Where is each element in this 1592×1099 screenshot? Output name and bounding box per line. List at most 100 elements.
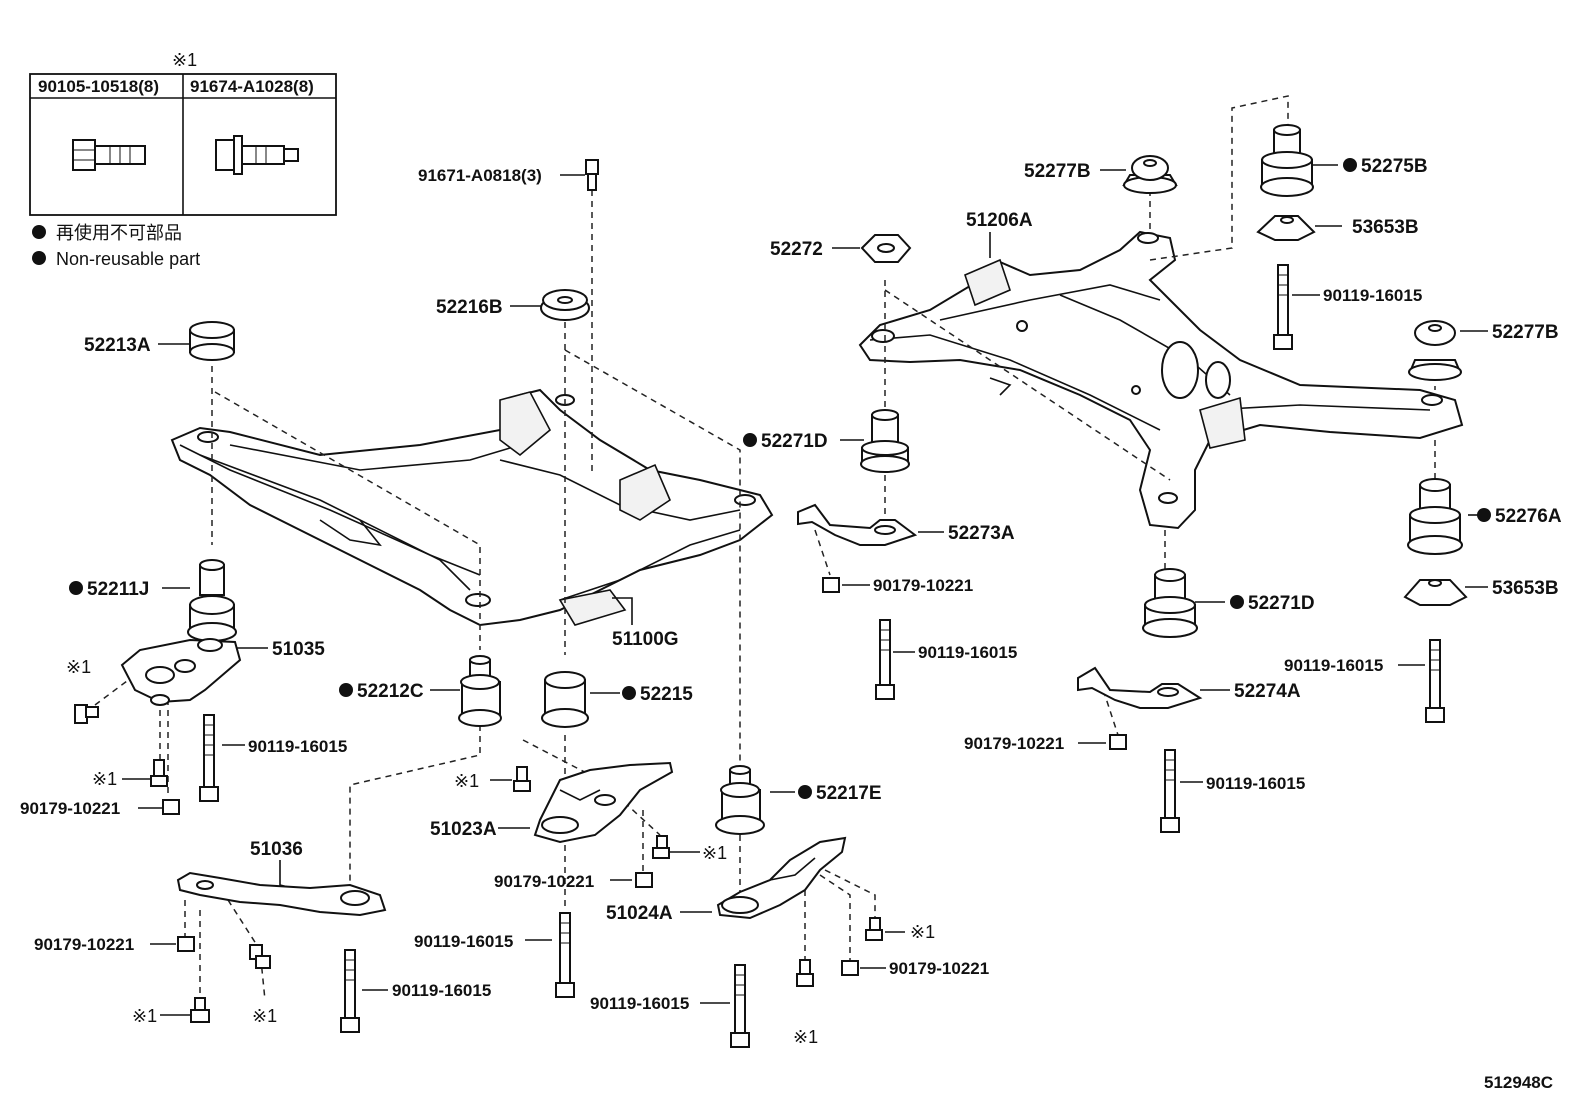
bushing-52211J [187, 559, 237, 642]
label-51100G: 51100G [612, 629, 679, 650]
bolt-ref1-c [513, 766, 531, 792]
bullet-icon [32, 225, 46, 239]
bushing-52217E [715, 765, 765, 835]
label-90119-16015-c: 90119-16015 [414, 932, 513, 951]
label-90119-16015-g: 90119-16015 [1284, 656, 1383, 675]
long-bolt-90119-c [555, 912, 575, 998]
bushing-52276A [1407, 478, 1463, 555]
long-bolt-90119-d [730, 964, 750, 1048]
label-90119-16015-e: 90119-16015 [918, 643, 1017, 662]
nut-90179-c [177, 936, 195, 952]
bracket-51023A [533, 761, 674, 844]
stopper-52277B-top [1122, 155, 1178, 194]
label-ref1-51023A-right: ※1 [702, 843, 727, 863]
bracket-51036 [176, 871, 387, 917]
label-90119-16015-f: 90119-16015 [1323, 286, 1422, 305]
label-52215: 52215 [640, 684, 693, 705]
label-52217E: 52217E [816, 783, 882, 804]
label-ref1-51024A-right: ※1 [910, 922, 935, 942]
bracket-51035 [120, 638, 242, 706]
long-bolt-90119-b [340, 949, 360, 1033]
flange-bolt-icon [72, 139, 146, 171]
label-53653B-right: 53653B [1492, 578, 1559, 599]
bolt-ref1-f [249, 944, 271, 969]
non-reusable-bullet-icon [1477, 508, 1491, 522]
label-51206A: 51206A [966, 210, 1033, 231]
label-52274A: 52274A [1234, 681, 1301, 702]
label-ref1-51024A-bottom: ※1 [793, 1027, 818, 1047]
bolt-ref1-g [796, 959, 814, 987]
legend-col1-partno: 90105-10518(8) [38, 77, 159, 96]
label-91671-A0818: 91671-A0818(3) [418, 166, 542, 185]
label-52216B: 52216B [436, 297, 503, 318]
legend-note-en: Non-reusable part [56, 249, 200, 269]
label-ref1-front-left: ※1 [92, 769, 117, 789]
bushing-52275B [1260, 124, 1314, 197]
stopper-washer-52216B [540, 289, 590, 321]
label-90179-10221-e: 90179-10221 [873, 576, 973, 595]
legend-table: ※1 90105-10518(8) 91674-A1028(8) 再使用不可部品 [29, 50, 337, 269]
label-51036: 51036 [250, 839, 303, 860]
label-52211J: 52211J [87, 579, 149, 600]
label-53653B-top: 53653B [1352, 217, 1419, 238]
label-51023A: 51023A [430, 819, 497, 840]
label-90119-16015-a: 90119-16015 [248, 737, 347, 756]
stopper-52277B-right [1408, 320, 1462, 381]
legend-col2-partno: 91674-A1028(8) [190, 77, 314, 96]
non-reusable-bullet-icon [1343, 158, 1357, 172]
label-52272: 52272 [770, 239, 823, 260]
plate-52273A [797, 503, 918, 546]
bushing-52271D-b [1142, 568, 1198, 638]
washer-bolt-icon [215, 135, 299, 175]
label-52271D-b: 52271D [1248, 593, 1315, 614]
label-90119-16015-b: 90119-16015 [392, 981, 491, 1000]
nut-90179-a [162, 799, 180, 815]
bolt-ref1-h [865, 917, 883, 941]
long-bolt-90119-a [199, 714, 219, 802]
nut-52272 [860, 234, 912, 263]
leader-lines [94, 95, 1488, 1016]
washer-53653B-right [1403, 579, 1468, 606]
label-90179-10221-b: 90179-10221 [494, 872, 594, 891]
front-crossmember-drawing [170, 388, 774, 627]
bolt-ref1-e [190, 997, 210, 1023]
bolt-ref1-a [74, 704, 99, 724]
diagram-id: 512948C [1484, 1073, 1553, 1092]
nut-90179-f [1109, 734, 1127, 750]
bolt-ref1-b [150, 759, 168, 787]
long-bolt-90119-f [1273, 264, 1293, 350]
non-reusable-bullet-icon [1230, 595, 1244, 609]
label-52275B: 52275B [1361, 156, 1428, 177]
non-reusable-bullet-icon [798, 785, 812, 799]
label-51035: 51035 [272, 639, 325, 660]
label-90119-16015-d: 90119-16015 [590, 994, 689, 1013]
label-90179-10221-f: 90179-10221 [964, 734, 1064, 753]
long-bolt-90119-h [1160, 749, 1180, 833]
nut-90179-d [841, 960, 859, 976]
long-bolt-90119-e [875, 619, 895, 700]
label-52271D-a: 52271D [761, 431, 828, 452]
label-52276A: 52276A [1495, 506, 1562, 527]
part-labels: 91671-A0818(3) 52216B 52213A 52211J 5103… [20, 156, 1562, 1092]
label-52213A: 52213A [84, 335, 151, 356]
label-90119-16015-h: 90119-16015 [1206, 774, 1305, 793]
legend-ref-mark: ※1 [172, 50, 197, 70]
label-ref1-51036-b: ※1 [252, 1006, 277, 1026]
bushing-52212C [458, 655, 502, 727]
front-mount-parts [74, 159, 883, 1048]
non-reusable-bullet-icon [69, 581, 83, 595]
label-ref1-51035-bolt: ※1 [66, 657, 91, 677]
non-reusable-bullet-icon [339, 683, 353, 697]
plate-52274A [1077, 666, 1203, 709]
stopper-52213A [189, 321, 235, 361]
label-52273A: 52273A [948, 523, 1015, 544]
long-bolt-90119-g [1425, 639, 1445, 723]
non-reusable-bullet-icon [743, 433, 757, 447]
legend-note-jp: 再使用不可部品 [56, 223, 182, 243]
washer-53653B-top [1256, 215, 1316, 241]
bracket-51024A [716, 836, 847, 920]
bolt-ref1-d [652, 835, 670, 859]
label-52212C: 52212C [357, 681, 424, 702]
